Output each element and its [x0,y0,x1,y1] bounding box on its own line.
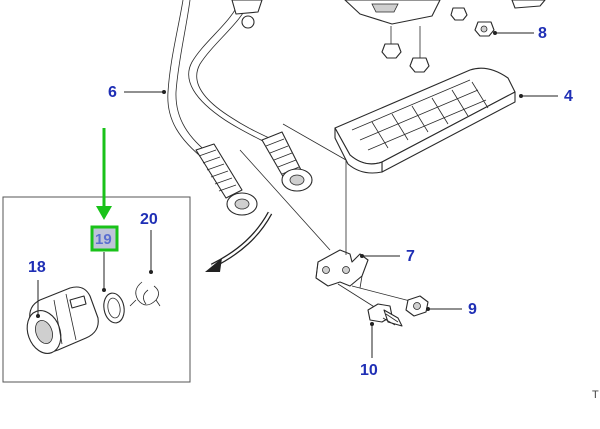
retaining-clip-20 [129,281,161,307]
highlight-box-19 [90,225,119,252]
hex-bolt-10 [367,303,403,327]
callout-19: 19 [95,231,112,248]
flange-nut-8 [474,21,495,37]
callout-20: 20 [140,211,158,228]
cable-bracket [315,249,369,289]
cable-socket-18 [26,286,99,354]
callout-9: 9 [468,301,477,318]
shift-cable-assembly [167,0,313,216]
corner-mark: T [592,389,599,401]
callout-7: 7 [406,248,415,265]
leader-lines [36,31,558,358]
callout-6: 6 [108,84,117,101]
assembly-guide-lines [239,123,415,309]
callout-18: 18 [28,259,46,276]
detail-pointer-arrow [205,211,273,272]
detail-inset-frame [2,196,191,383]
flange-nut-9 [405,295,429,317]
o-ring-19 [103,292,125,324]
cable-end-eyelet-right [281,168,313,192]
mounting-nut [409,26,430,73]
callout-10: 10 [360,362,378,379]
upper-bracket [344,0,546,25]
mounting-nut [381,26,402,59]
mounting-nut [450,7,468,21]
highlight-arrow [96,128,112,220]
cable-end-eyelet-left [226,192,258,216]
callout-8: 8 [538,25,547,42]
callout-4: 4 [564,88,573,105]
shift-lever-pad [334,67,516,174]
